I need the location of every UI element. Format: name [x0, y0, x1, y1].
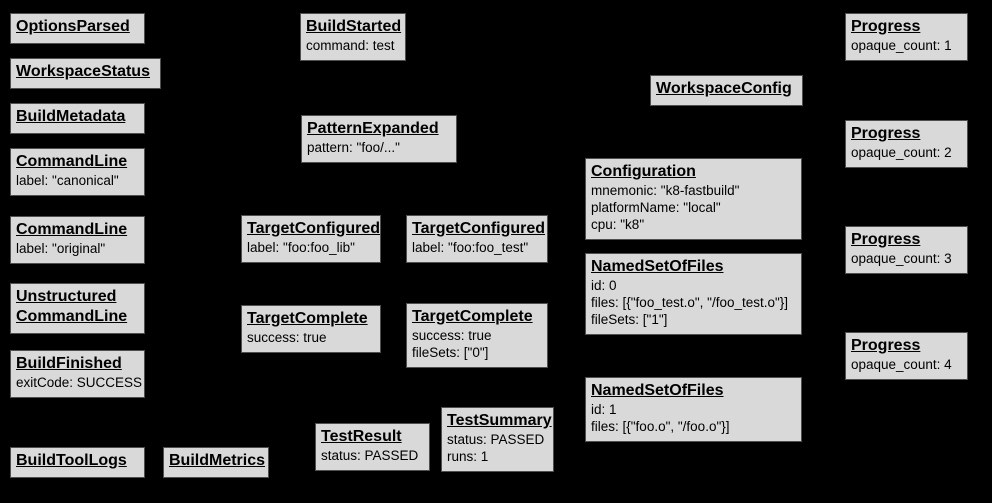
node-attribute: opaque_count: 4	[851, 357, 952, 372]
node-title: BuildStarted	[306, 18, 402, 35]
node-progress-1: Progress opaque_count: 1	[845, 13, 968, 61]
node-attribute: opaque_count: 1	[851, 38, 952, 53]
node-title: Progress	[851, 231, 921, 248]
node-attribute: command: test	[306, 38, 395, 53]
node-title: TestSummary	[447, 412, 552, 429]
node-workspace-config: WorkspaceConfig	[650, 75, 803, 106]
node-target-configured-foo-test: TargetConfigured label: "foo:foo_test"	[406, 215, 548, 263]
node-title: Configuration	[591, 163, 696, 180]
node-named-set-of-files-0: NamedSetOfFiles id: 0 files: [{"foo_test…	[585, 253, 802, 335]
node-title: Progress	[851, 125, 921, 142]
node-title: CommandLine	[16, 308, 128, 325]
node-target-complete-foo-test: TargetComplete success: true fileSets: […	[406, 303, 548, 368]
node-attribute: files: [{"foo_test.o", "/foo_test.o"}]	[591, 295, 789, 310]
node-command-line-original: CommandLine label: "original"	[10, 216, 145, 264]
node-attribute: exitCode: SUCCESS	[16, 375, 143, 390]
node-title: NamedSetOfFiles	[591, 258, 724, 275]
node-title: Unstructured	[16, 288, 117, 305]
node-attribute: runs: 1	[447, 449, 489, 464]
node-attribute: label: "original"	[16, 241, 106, 256]
node-title: CommandLine	[16, 221, 128, 238]
node-attribute: opaque_count: 3	[851, 251, 952, 266]
node-title: TargetConfigured	[247, 220, 381, 237]
node-configuration: Configuration mnemonic: "k8-fastbuild" p…	[585, 158, 802, 240]
node-title: TargetComplete	[412, 308, 533, 325]
node-attribute: status: PASSED	[447, 432, 545, 447]
node-attribute: id: 1	[591, 402, 617, 417]
node-options-parsed: OptionsParsed	[10, 13, 145, 44]
node-attribute: status: PASSED	[321, 448, 419, 463]
node-attribute: success: true	[412, 328, 492, 343]
node-workspace-status: WorkspaceStatus	[10, 58, 161, 89]
node-attribute: cpu: "k8"	[591, 217, 645, 232]
node-title: Progress	[851, 18, 921, 35]
node-named-set-of-files-1: NamedSetOfFiles id: 1 files: [{"foo.o", …	[585, 377, 802, 442]
node-title: NamedSetOfFiles	[591, 382, 724, 399]
node-attribute: opaque_count: 2	[851, 145, 952, 160]
node-progress-2: Progress opaque_count: 2	[845, 120, 968, 168]
node-target-configured-foo-lib: TargetConfigured label: "foo:foo_lib"	[241, 215, 381, 263]
node-target-complete-foo-lib: TargetComplete success: true	[241, 305, 381, 353]
node-title: PatternExpanded	[307, 120, 439, 137]
node-title: Progress	[851, 337, 921, 354]
node-attribute: fileSets: ["1"]	[591, 312, 668, 327]
node-command-line-canonical: CommandLine label: "canonical"	[10, 148, 145, 196]
node-title: TargetConfigured	[412, 220, 546, 237]
node-test-result: TestResult status: PASSED	[315, 423, 430, 471]
node-attribute: id: 0	[591, 278, 617, 293]
node-attribute: mnemonic: "k8-fastbuild"	[591, 183, 740, 198]
node-build-tool-logs: BuildToolLogs	[10, 447, 145, 478]
node-build-finished: BuildFinished exitCode: SUCCESS	[10, 350, 145, 398]
node-attribute: label: "foo:foo_test"	[412, 240, 529, 255]
node-title: CommandLine	[16, 153, 128, 170]
node-title: TargetComplete	[247, 310, 368, 327]
node-title: BuildToolLogs	[16, 452, 127, 469]
node-progress-4: Progress opaque_count: 4	[845, 332, 968, 380]
node-title: BuildMetrics	[169, 452, 266, 469]
node-title: BuildFinished	[16, 355, 122, 372]
node-title: WorkspaceStatus	[16, 63, 150, 80]
node-progress-3: Progress opaque_count: 3	[845, 226, 968, 274]
node-attribute: fileSets: ["0"]	[412, 345, 489, 360]
node-build-started: BuildStarted command: test	[300, 13, 406, 61]
node-pattern-expanded: PatternExpanded pattern: "foo/..."	[301, 115, 457, 163]
node-attribute: platformName: "local"	[591, 200, 721, 215]
node-unstructured-command-line: Unstructured CommandLine	[10, 283, 145, 334]
node-attribute: success: true	[247, 330, 327, 345]
node-title: TestResult	[321, 428, 402, 445]
node-title: BuildMetadata	[16, 108, 126, 125]
node-attribute: label: "canonical"	[16, 173, 119, 188]
node-title: WorkspaceConfig	[656, 80, 792, 97]
node-test-summary: TestSummary status: PASSED runs: 1	[441, 407, 554, 472]
node-attribute: label: "foo:foo_lib"	[247, 240, 355, 255]
node-attribute: files: [{"foo.o", "/foo.o"}]	[591, 419, 730, 434]
node-title: OptionsParsed	[16, 18, 130, 35]
node-build-metrics: BuildMetrics	[163, 447, 269, 478]
node-attribute: pattern: "foo/..."	[307, 140, 400, 155]
node-build-metadata: BuildMetadata	[10, 103, 145, 134]
